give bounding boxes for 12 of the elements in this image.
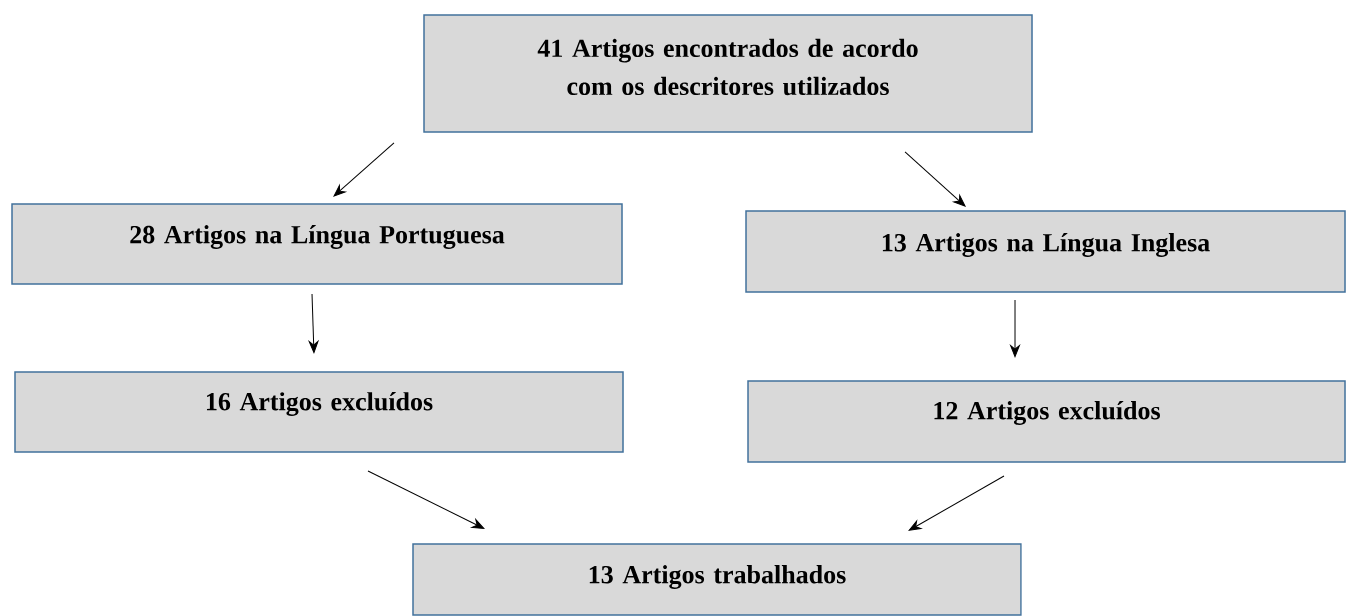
arrow <box>904 151 966 207</box>
arrow <box>333 142 395 197</box>
arrow <box>1010 299 1020 358</box>
process-box: 28 Artigos na Língua Portuguesa <box>11 203 623 285</box>
process-box: 16 Artigos excluídos <box>14 371 624 453</box>
process-box: 13 Artigos trabalhados <box>412 543 1022 616</box>
arrow <box>367 470 485 529</box>
process-box: 13 Artigos na Língua Inglesa <box>745 210 1346 293</box>
arrow <box>908 475 1005 531</box>
process-box: 12 Artigos excluídos <box>747 380 1346 463</box>
arrow <box>308 293 319 354</box>
process-box: 41 Artigos encontrados de acordo com os descritores utilizados <box>423 14 1033 133</box>
